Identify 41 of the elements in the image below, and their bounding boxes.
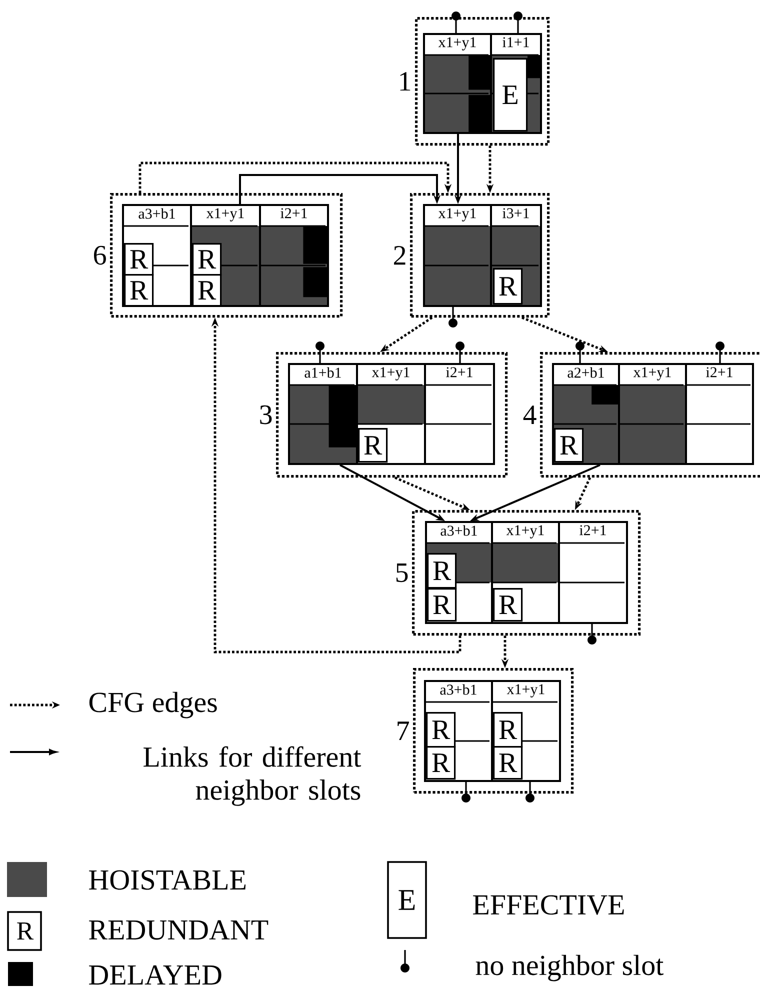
letter-box: R [426, 746, 456, 780]
legend-label: EFFECTIVE [473, 895, 624, 915]
table-column: a1+b1 [288, 363, 358, 465]
table-column: x1+y1 [423, 33, 492, 134]
node-label: 2 [394, 246, 406, 265]
table-column: i2+1 [424, 363, 495, 465]
node-label: 4 [523, 406, 536, 424]
legend-label: CFG edges [89, 692, 217, 718]
link-arrow [239, 174, 441, 204]
letter-box: R [358, 428, 388, 463]
letter-box: R [426, 712, 456, 748]
node-label: 1 [400, 72, 410, 91]
letter-box: R [427, 553, 457, 589]
legend-label: no neighbor slot [476, 954, 664, 982]
table-column: i2+1 [259, 204, 329, 307]
node-label: 5 [396, 564, 408, 582]
legend-label: Links for different neighbor slots [144, 746, 362, 806]
letter-box: R [554, 428, 584, 463]
letter-box: R [493, 746, 523, 780]
node-label: 3 [260, 405, 272, 424]
table-column: x1+y1 [423, 204, 492, 307]
letter-box: R [124, 274, 154, 307]
legend-label: DELAYED [89, 965, 222, 985]
letter-box: R [493, 268, 523, 305]
legend-label: HOISTABLE [89, 870, 246, 890]
node-label: 7 [398, 722, 409, 740]
cfg-edge-arrow [138, 162, 452, 193]
table-column: x1+y1 [618, 363, 687, 465]
legend-label: REDUNDANT [89, 920, 268, 940]
letter-box: R [427, 588, 457, 622]
letter-box: R [192, 243, 222, 276]
letter-box: R [493, 712, 523, 748]
legend-effective-box: E [387, 861, 427, 939]
letter-box: E [493, 58, 528, 132]
letter-box: R [192, 274, 222, 307]
letter-box: R [124, 243, 154, 276]
table-column: i2+1 [558, 521, 628, 624]
legend-redundant-box: R [7, 911, 42, 951]
table-column: i2+1 [685, 363, 754, 465]
letter-box: R [493, 588, 523, 622]
node-label: 6 [94, 246, 106, 265]
